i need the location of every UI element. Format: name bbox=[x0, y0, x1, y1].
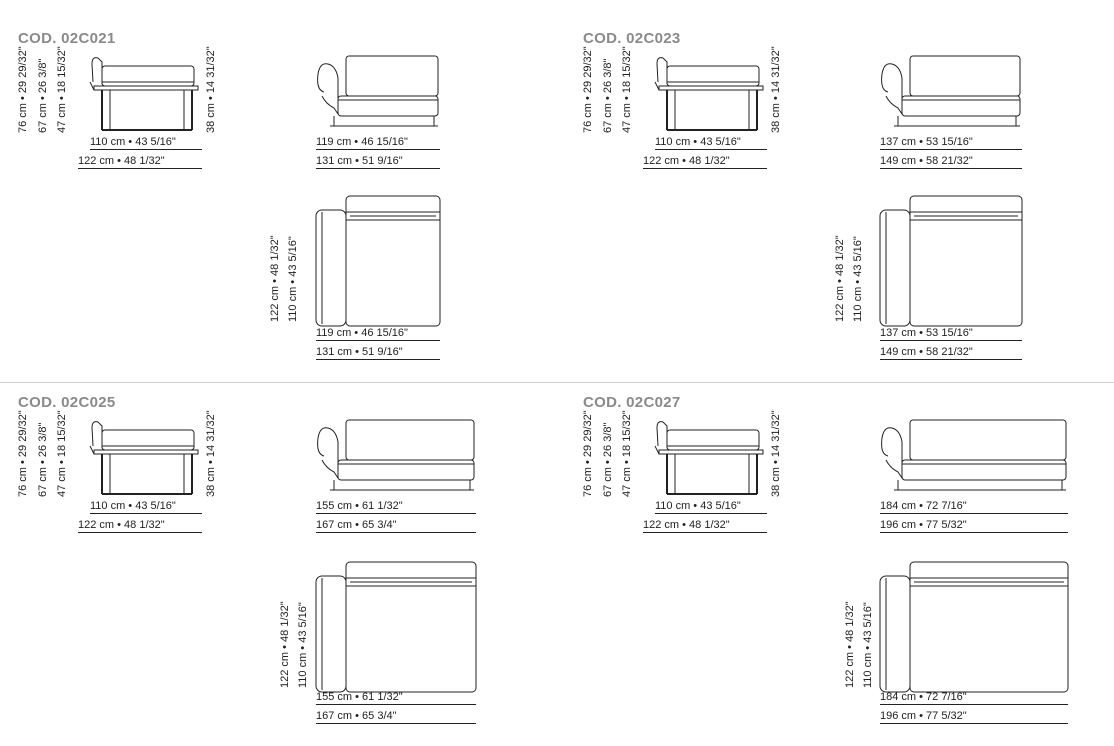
dim-arm-height: 47 cm • 18 15/32" bbox=[56, 410, 68, 497]
dim-front-width-outer: 196 cm • 77 5/32" bbox=[880, 520, 1068, 533]
dim-side-depth-outer: 122 cm • 48 1/32" bbox=[643, 156, 767, 169]
product-code: COD. 02C025 bbox=[18, 394, 116, 411]
dim-side-depth-inner: 110 cm • 43 5/16" bbox=[90, 501, 202, 514]
dim-top-width-outer: 196 cm • 77 5/32" bbox=[880, 711, 1068, 724]
dim-top-width-inner: 119 cm • 46 15/16" bbox=[316, 328, 440, 341]
dim-top-depth-inner: 110 cm • 43 5/16" bbox=[852, 236, 864, 322]
dim-top-width-inner: 155 cm • 61 1/32" bbox=[316, 692, 476, 705]
dim-side-depth-outer: 122 cm • 48 1/32" bbox=[78, 156, 202, 169]
top-view-drawing bbox=[315, 195, 442, 335]
dim-front-width-inner: 137 cm • 53 15/16" bbox=[880, 137, 1022, 150]
dim-front-width-inner: 184 cm • 72 7/16" bbox=[880, 501, 1068, 514]
dim-top-width-inner: 184 cm • 72 7/16" bbox=[880, 692, 1068, 705]
dim-top-width-outer: 131 cm • 51 9/16" bbox=[316, 347, 440, 360]
dim-front-width-outer: 131 cm • 51 9/16" bbox=[316, 156, 440, 169]
dim-seat-height: 38 cm • 14 31/32" bbox=[205, 410, 217, 497]
front-view-drawing bbox=[880, 416, 1068, 501]
section-divider bbox=[0, 382, 1114, 383]
dim-top-width-inner: 137 cm • 53 15/16" bbox=[880, 328, 1022, 341]
front-view-drawing bbox=[316, 52, 440, 137]
dim-side-depth-inner: 110 cm • 43 5/16" bbox=[655, 501, 767, 514]
dim-front-width-inner: 155 cm • 61 1/32" bbox=[316, 501, 476, 514]
front-view-drawing bbox=[880, 52, 1022, 137]
product-code: COD. 02C023 bbox=[583, 30, 681, 47]
dim-total-height: 76 cm • 29 29/32" bbox=[582, 410, 594, 497]
dim-side-depth-inner: 110 cm • 43 5/16" bbox=[655, 137, 767, 150]
dim-front-width-outer: 167 cm • 65 3/4" bbox=[316, 520, 476, 533]
dim-seat-height: 38 cm • 14 31/32" bbox=[205, 46, 217, 133]
dim-arm-height: 47 cm • 18 15/32" bbox=[56, 46, 68, 133]
dim-seat-height: 38 cm • 14 31/32" bbox=[770, 410, 782, 497]
dim-front-width-outer: 149 cm • 58 21/32" bbox=[880, 156, 1022, 169]
dim-top-depth-outer: 122 cm • 48 1/32" bbox=[269, 235, 281, 322]
dim-back-height: 67 cm • 26 3/8" bbox=[602, 58, 614, 133]
dim-top-depth-inner: 110 cm • 43 5/16" bbox=[862, 602, 874, 688]
dim-back-height: 67 cm • 26 3/8" bbox=[37, 58, 49, 133]
side-view-drawing bbox=[88, 52, 200, 139]
dim-top-depth-inner: 110 cm • 43 5/16" bbox=[297, 602, 309, 688]
top-view-drawing bbox=[879, 195, 1024, 335]
dim-arm-height: 47 cm • 18 15/32" bbox=[621, 410, 633, 497]
dim-top-depth-outer: 122 cm • 48 1/32" bbox=[279, 601, 291, 688]
front-view-drawing bbox=[316, 416, 476, 501]
dim-top-depth-inner: 110 cm • 43 5/16" bbox=[287, 236, 299, 322]
dim-top-depth-outer: 122 cm • 48 1/32" bbox=[844, 601, 856, 688]
dim-side-depth-inner: 110 cm • 43 5/16" bbox=[90, 137, 202, 150]
dim-side-depth-outer: 122 cm • 48 1/32" bbox=[78, 520, 202, 533]
side-view-drawing bbox=[653, 52, 765, 139]
dim-arm-height: 47 cm • 18 15/32" bbox=[621, 46, 633, 133]
dim-front-width-inner: 119 cm • 46 15/16" bbox=[316, 137, 440, 150]
dim-top-width-outer: 149 cm • 58 21/32" bbox=[880, 347, 1022, 360]
dim-top-width-outer: 167 cm • 65 3/4" bbox=[316, 711, 476, 724]
product-code: COD. 02C027 bbox=[583, 394, 681, 411]
dim-total-height: 76 cm • 29 29/32" bbox=[17, 46, 29, 133]
side-view-drawing bbox=[88, 416, 200, 503]
product-code: COD. 02C021 bbox=[18, 30, 116, 47]
side-view-drawing bbox=[653, 416, 765, 503]
dim-back-height: 67 cm • 26 3/8" bbox=[602, 422, 614, 497]
dim-total-height: 76 cm • 29 29/32" bbox=[582, 46, 594, 133]
top-view-drawing bbox=[879, 561, 1070, 701]
dim-total-height: 76 cm • 29 29/32" bbox=[17, 410, 29, 497]
dim-top-depth-outer: 122 cm • 48 1/32" bbox=[834, 235, 846, 322]
dim-side-depth-outer: 122 cm • 48 1/32" bbox=[643, 520, 767, 533]
dim-back-height: 67 cm • 26 3/8" bbox=[37, 422, 49, 497]
dim-seat-height: 38 cm • 14 31/32" bbox=[770, 46, 782, 133]
top-view-drawing bbox=[315, 561, 478, 701]
